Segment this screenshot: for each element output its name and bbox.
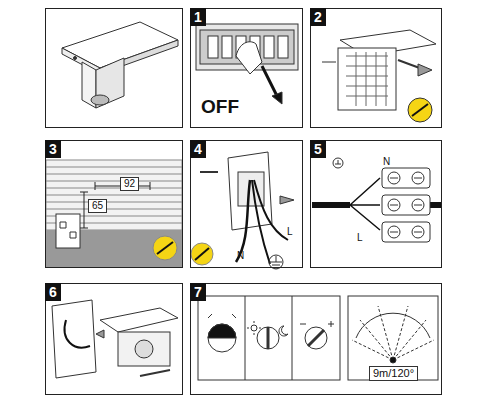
breaker-panel-part [262,66,278,98]
sensor-settings [198,296,438,380]
panel-frame-part [46,9,183,128]
brick-wall [46,160,182,268]
step-panel: 5N L [310,140,442,268]
step-panel: 2 [310,8,442,128]
terminal-block-part [382,195,430,215]
lamp-closing-part [96,330,104,338]
sensor-settings-part [352,306,434,360]
lamp-closing [52,300,178,378]
sensor-settings-part [245,296,292,380]
terminal-block [312,158,441,242]
terminal-block-part [382,168,430,188]
step-panel: 1OFF [190,8,303,128]
cable-entry [191,152,294,269]
breaker-panel-part [208,36,218,58]
step-number: 2 [310,8,326,26]
lamp-closing-part [135,340,153,358]
sensor-settings-part [348,296,438,380]
cable-entry-part [252,180,270,264]
terminal-block-part [390,178,422,232]
sensor-settings-part [308,330,324,346]
cable-entry-part [195,248,209,260]
sensor-settings-part [356,313,430,338]
lamp-drawing [62,22,178,108]
panel-label: 9m/120° [369,366,418,381]
step-panel: 7 9m/120° [190,283,442,395]
sensor-settings-part [208,324,236,352]
terminal-block-part [335,160,341,164]
breaker-panel-part [264,36,274,58]
sensor-settings-part [305,327,327,349]
lamp-closing-part [118,332,170,366]
step-number: 6 [45,283,61,301]
cable-entry-part [191,243,213,265]
step-panel: 4L N [190,140,303,268]
sensor-settings-part [208,324,236,338]
sensor-settings-part [257,327,279,349]
cable-entry-part [280,196,294,204]
sensor-settings-part [198,296,340,380]
brick-wall-part [153,236,177,260]
mounting-plate-part [338,48,396,110]
panel-frame [46,9,183,128]
breaker-panel-part [236,42,262,74]
panel-label: L [287,227,293,237]
cable-entry-part [270,256,282,268]
panel-label: N [237,251,244,261]
step-number: 7 [190,283,206,301]
breaker-panel-part [278,36,288,58]
mounting-plate-part [322,62,336,63]
panel-label: N [383,157,390,167]
sensor-settings-part [208,314,236,318]
sensor-settings-part [390,357,396,363]
terminal-block-part [350,178,380,230]
panel-label: 65 [88,199,107,213]
sensor-settings-part [251,325,257,331]
panel-label: L [357,233,363,243]
mounting-plate-part [346,52,388,106]
panel-label: 92 [120,177,139,191]
step-panel: 3 92 65 [45,140,183,268]
mounting-plate-part [408,98,432,122]
terminal-block-part [312,202,350,208]
step-number: 4 [190,140,206,158]
mounting-plate [322,30,436,122]
lamp-drawing-part [91,95,109,105]
cable-entry-part [200,171,218,173]
sensor-settings-part [247,321,261,335]
breaker-panel-part [272,92,282,104]
step-number: 5 [310,140,326,158]
step-number: 3 [45,140,61,158]
brick-wall-part [60,222,76,238]
step-panel: 6 [45,283,183,395]
breaker-panel [196,24,298,104]
terminal-block-part [430,202,441,208]
lamp-drawing-part [74,57,77,60]
mounting-plate-part [412,104,428,116]
breaker-panel-part [222,36,232,58]
lamp-closing-part [52,300,96,378]
lamp-closing-part [65,320,90,348]
terminal-block-part [333,158,343,168]
panel-label: OFF [201,97,239,116]
step-number: 1 [190,8,206,26]
cable-entry-part [236,180,250,262]
sensor-settings-part [300,321,334,327]
brick-wall-part [56,214,80,248]
terminal-block-part [382,222,430,242]
lamp-closing-part [100,308,178,332]
cable-entry-part [269,255,283,269]
mounting-plate-part [418,64,432,76]
sensor-settings-part [279,326,288,336]
brick-wall-part [80,182,150,228]
sensor-settings-part [267,327,270,349]
cable-entry-part [254,180,288,240]
brick-wall-part [157,242,173,254]
lamp-closing-part [140,370,170,376]
